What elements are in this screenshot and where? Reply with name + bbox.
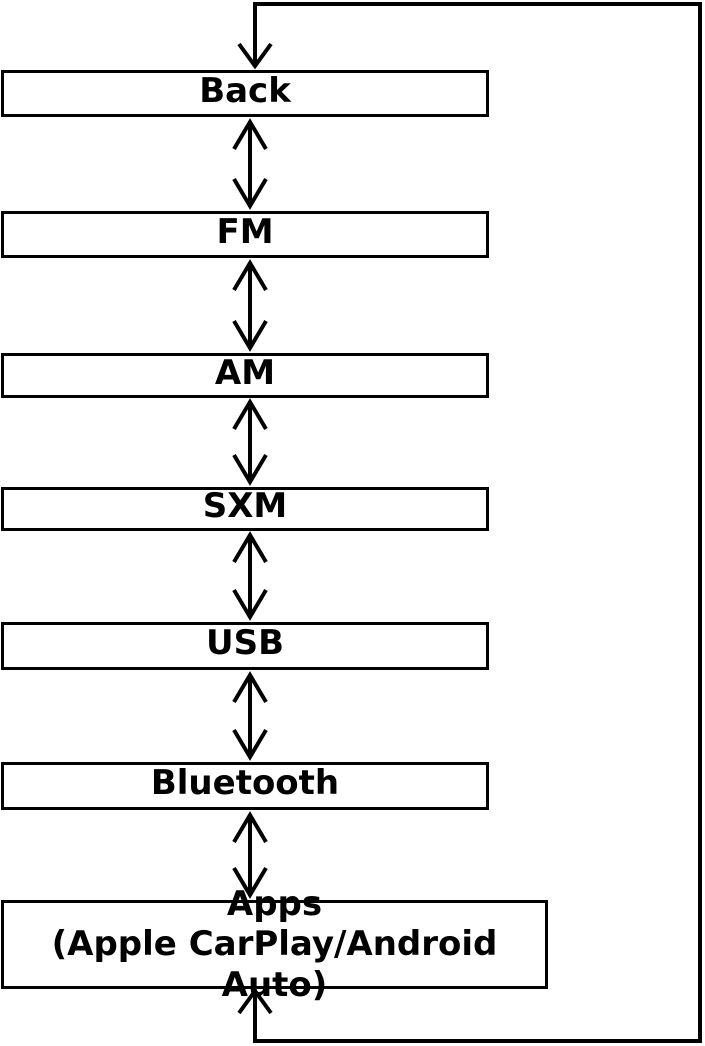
node-sxm[interactable]: SXM — [1, 487, 489, 531]
arrow-bluetooth-apps — [232, 811, 268, 899]
arrow-usb-bluetooth — [232, 671, 268, 761]
loop-arrowhead-back — [237, 42, 273, 70]
node-usb[interactable]: USB — [1, 622, 489, 670]
node-back[interactable]: Back — [1, 70, 489, 117]
loop-connector — [253, 2, 702, 1043]
node-apps-label: Apps — [226, 884, 323, 925]
node-am[interactable]: AM — [1, 353, 489, 398]
node-bluetooth-label: Bluetooth — [150, 763, 340, 803]
loop-arrowhead-apps — [237, 987, 273, 1015]
arrow-back-fm — [232, 118, 268, 210]
arrow-sxm-usb — [232, 531, 268, 621]
arrow-am-sxm — [232, 398, 268, 486]
node-fm-label: FM — [216, 211, 274, 252]
node-sxm-label: SXM — [202, 486, 288, 526]
node-bluetooth[interactable]: Bluetooth — [1, 762, 489, 810]
node-usb-label: USB — [205, 623, 284, 663]
node-am-label: AM — [214, 352, 276, 393]
arrow-fm-am — [232, 259, 268, 352]
node-fm[interactable]: FM — [1, 211, 489, 258]
node-apps[interactable]: Apps (Apple CarPlay/Android Auto) — [1, 884, 548, 1005]
node-apps-sublabel: (Apple CarPlay/Android Auto) — [51, 924, 498, 1005]
node-back-label: Back — [199, 70, 291, 111]
